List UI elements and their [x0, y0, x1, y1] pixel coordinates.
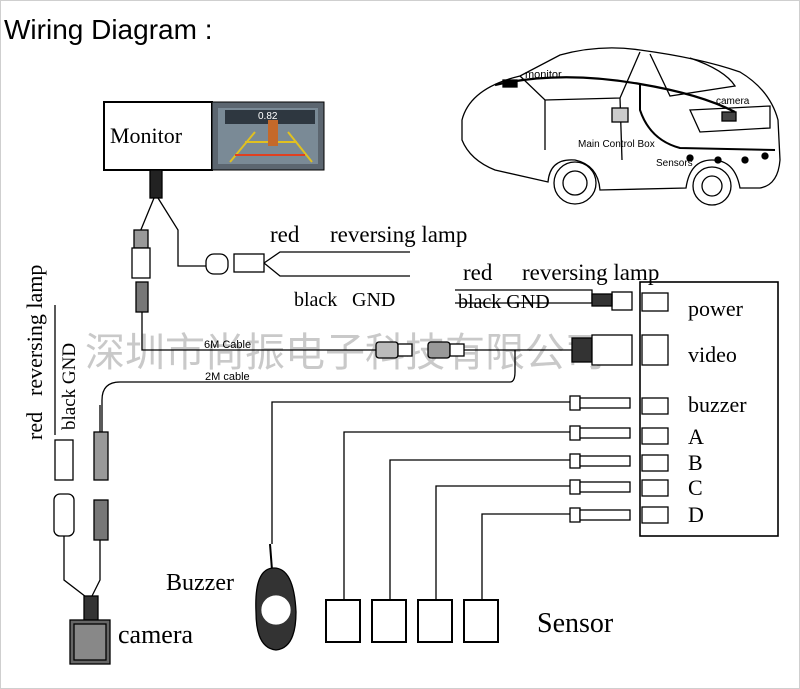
diagram-title: Wiring Diagram :	[4, 14, 213, 45]
cable-label-6m: 6M Cable	[204, 339, 251, 351]
monitor-power-gnd-label: GND	[352, 289, 395, 311]
car-label-camera: camera	[716, 96, 750, 107]
watermark-text: 深圳市尚振电子科技有限公司	[85, 330, 605, 376]
monitor-unit	[103, 101, 325, 171]
camera-power-reversing-lamp-label: reversing lamp	[22, 265, 47, 396]
monitor-screen-readout: 0.82	[258, 111, 278, 122]
box-power-reversing-lamp-label: reversing lamp	[522, 260, 659, 285]
sensor-label: Sensor	[537, 608, 614, 639]
monitor-label: Monitor	[110, 123, 183, 148]
port-label-video: video	[688, 342, 737, 367]
camera-power-black-gnd-label: black GND	[59, 343, 80, 430]
port-label-a: A	[688, 424, 704, 449]
monitor-power-red-label: red	[270, 222, 300, 247]
cable-label-2m: 2M cable	[205, 371, 250, 383]
port-label-d: D	[688, 502, 704, 527]
monitor-power-reversing-lamp-label: reversing lamp	[330, 222, 467, 247]
port-label-buzzer: buzzer	[688, 392, 747, 417]
car-label-main-control-box: Main Control Box	[578, 139, 655, 150]
port-label-power: power	[688, 296, 744, 321]
car-label-sensors: Sensors	[656, 158, 693, 169]
car-label-monitor: monitor	[525, 69, 562, 81]
port-label-b: B	[688, 450, 703, 475]
box-power-red-label: red	[463, 260, 493, 285]
wiring	[53, 169, 779, 665]
buzzer-label: Buzzer	[166, 570, 234, 596]
monitor-power-black-label: black	[294, 289, 337, 311]
port-label-c: C	[688, 475, 703, 500]
box-power-black-gnd-label: black GND	[458, 291, 550, 313]
car-illustration	[461, 47, 781, 206]
camera-label: camera	[118, 620, 194, 649]
camera-power-red-label: red	[22, 412, 47, 440]
